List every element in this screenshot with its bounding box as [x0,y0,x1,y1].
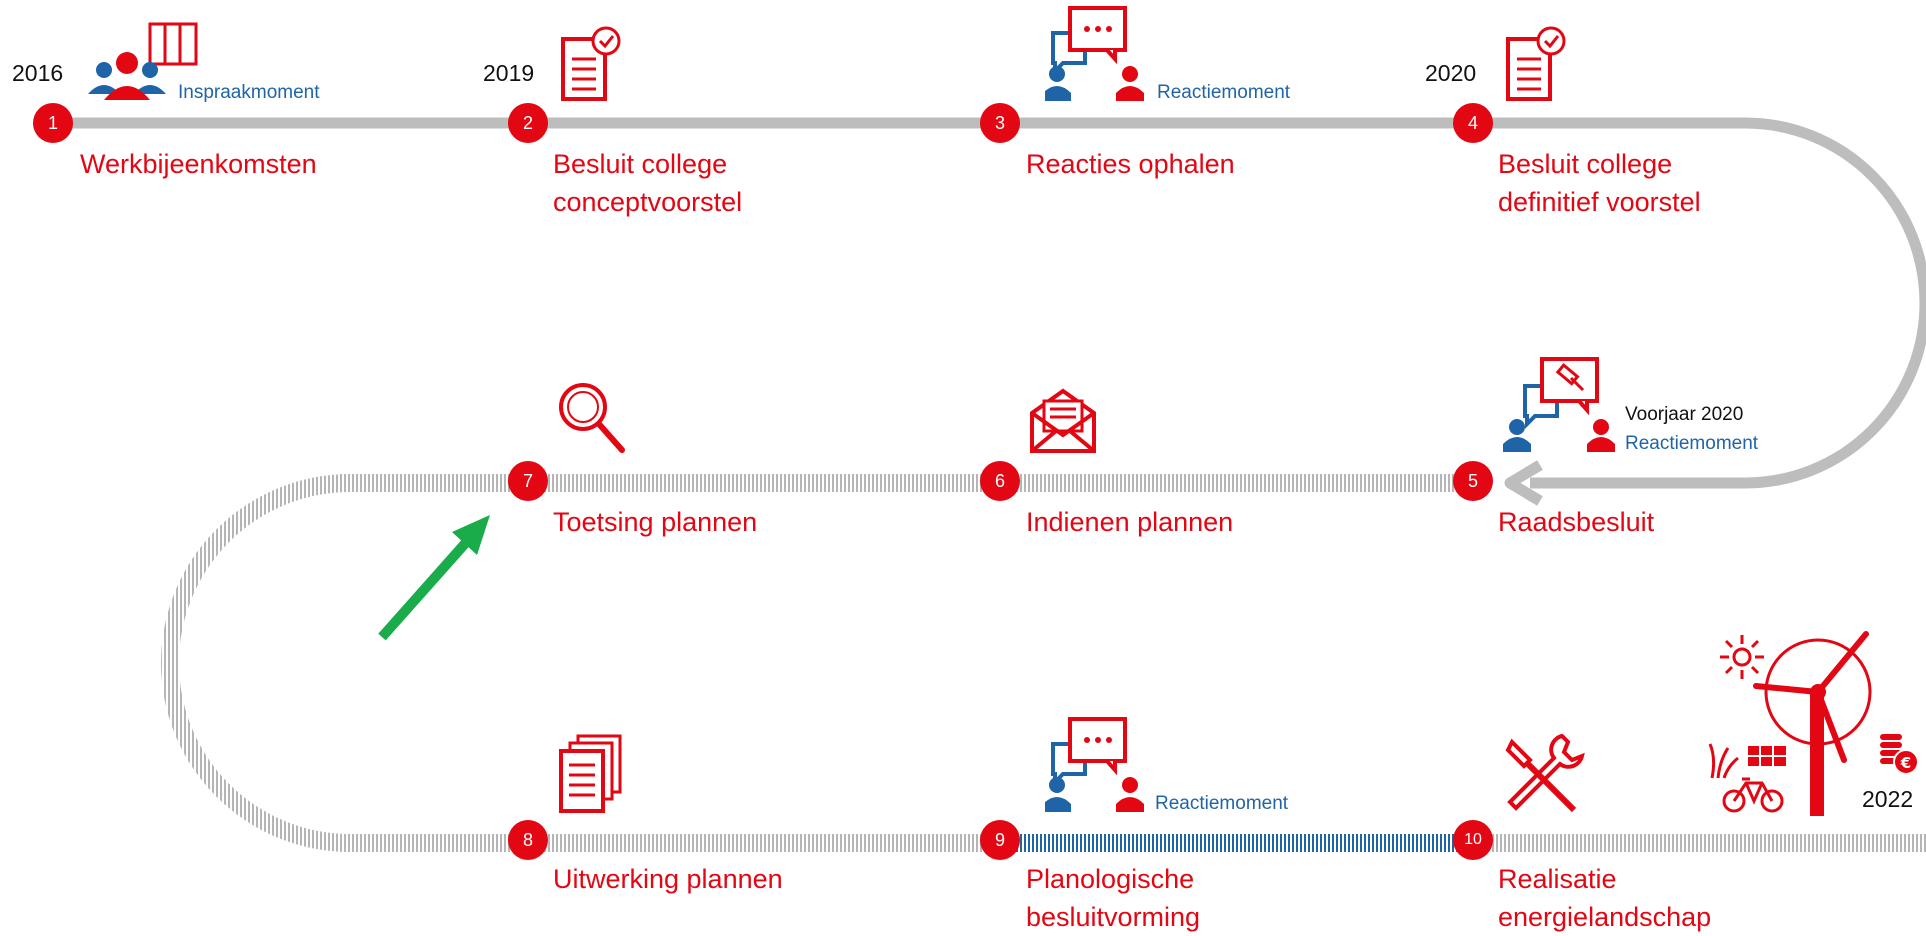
track-segment-bottom-blue [1010,834,1465,852]
tools-icon [1505,733,1585,813]
step-node-3[interactable]: 3 [980,103,1020,143]
highlight-arrow-shaft [378,534,474,641]
year-label-2022: 2022 [1862,786,1914,812]
chat-people-icon [1045,717,1144,812]
moment-label-reactie-5: Reactiemoment [1625,433,1759,454]
documents-icon [559,734,622,813]
year-label-2019: 2019 [483,60,535,86]
year-label-2016: 2016 [12,60,64,86]
step-node-7[interactable]: 7 [508,461,548,501]
step-title-8: Uitwerking plannen [553,864,783,894]
chat-gavel-icon [1503,357,1615,452]
track-segment-bottom-a [345,834,990,852]
coins-euro-icon: € [1880,734,1919,775]
envelope-icon [1030,388,1096,453]
wind-turbine-icon [1753,631,1872,816]
moment-label-reactie-3: Reactiemoment [1157,82,1291,103]
step-node-4[interactable]: 4 [1453,103,1493,143]
step-node-2[interactable]: 2 [508,103,548,143]
date-label-voorjaar: Voorjaar 2020 [1625,404,1744,425]
solar-panel-icon [1708,743,1786,779]
bicycle-icon [1722,777,1784,813]
document-check-icon [561,26,621,101]
document-check-icon [1506,26,1566,101]
moment-label-reactie-9: Reactiemoment [1155,793,1289,814]
step-node-8[interactable]: 8 [508,820,548,860]
track-curve-left [161,474,351,852]
arrow-icon [1504,460,1543,506]
step-node-6[interactable]: 6 [980,461,1020,501]
svg-text:€: € [1900,754,1911,772]
step-title-6: Indienen plannen [1026,507,1234,537]
step-title-5: Raadsbesluit [1498,507,1655,537]
people-map-icon [88,22,198,100]
step-node-10[interactable]: 10 [1453,820,1493,860]
sun-icon [1720,635,1764,679]
track-segment-middle [340,474,1480,492]
step-node-9[interactable]: 9 [980,820,1020,860]
moment-label-inspraak: Inspraakmoment [178,82,320,103]
step-title-7: Toetsing plannen [553,507,758,537]
highlight-arrow-head [452,515,490,555]
track-curve-right [1530,117,1926,489]
magnifier-icon [559,383,625,453]
year-label-2020: 2020 [1425,60,1477,86]
track-segment-bottom-c [1490,834,1926,852]
step-node-1[interactable]: 1 [33,103,73,143]
step-title-1: Werkbijeenkomsten [80,149,317,179]
step-title-3: Reacties ophalen [1026,149,1235,179]
chat-people-icon [1045,6,1144,101]
step-node-5[interactable]: 5 [1453,461,1493,501]
